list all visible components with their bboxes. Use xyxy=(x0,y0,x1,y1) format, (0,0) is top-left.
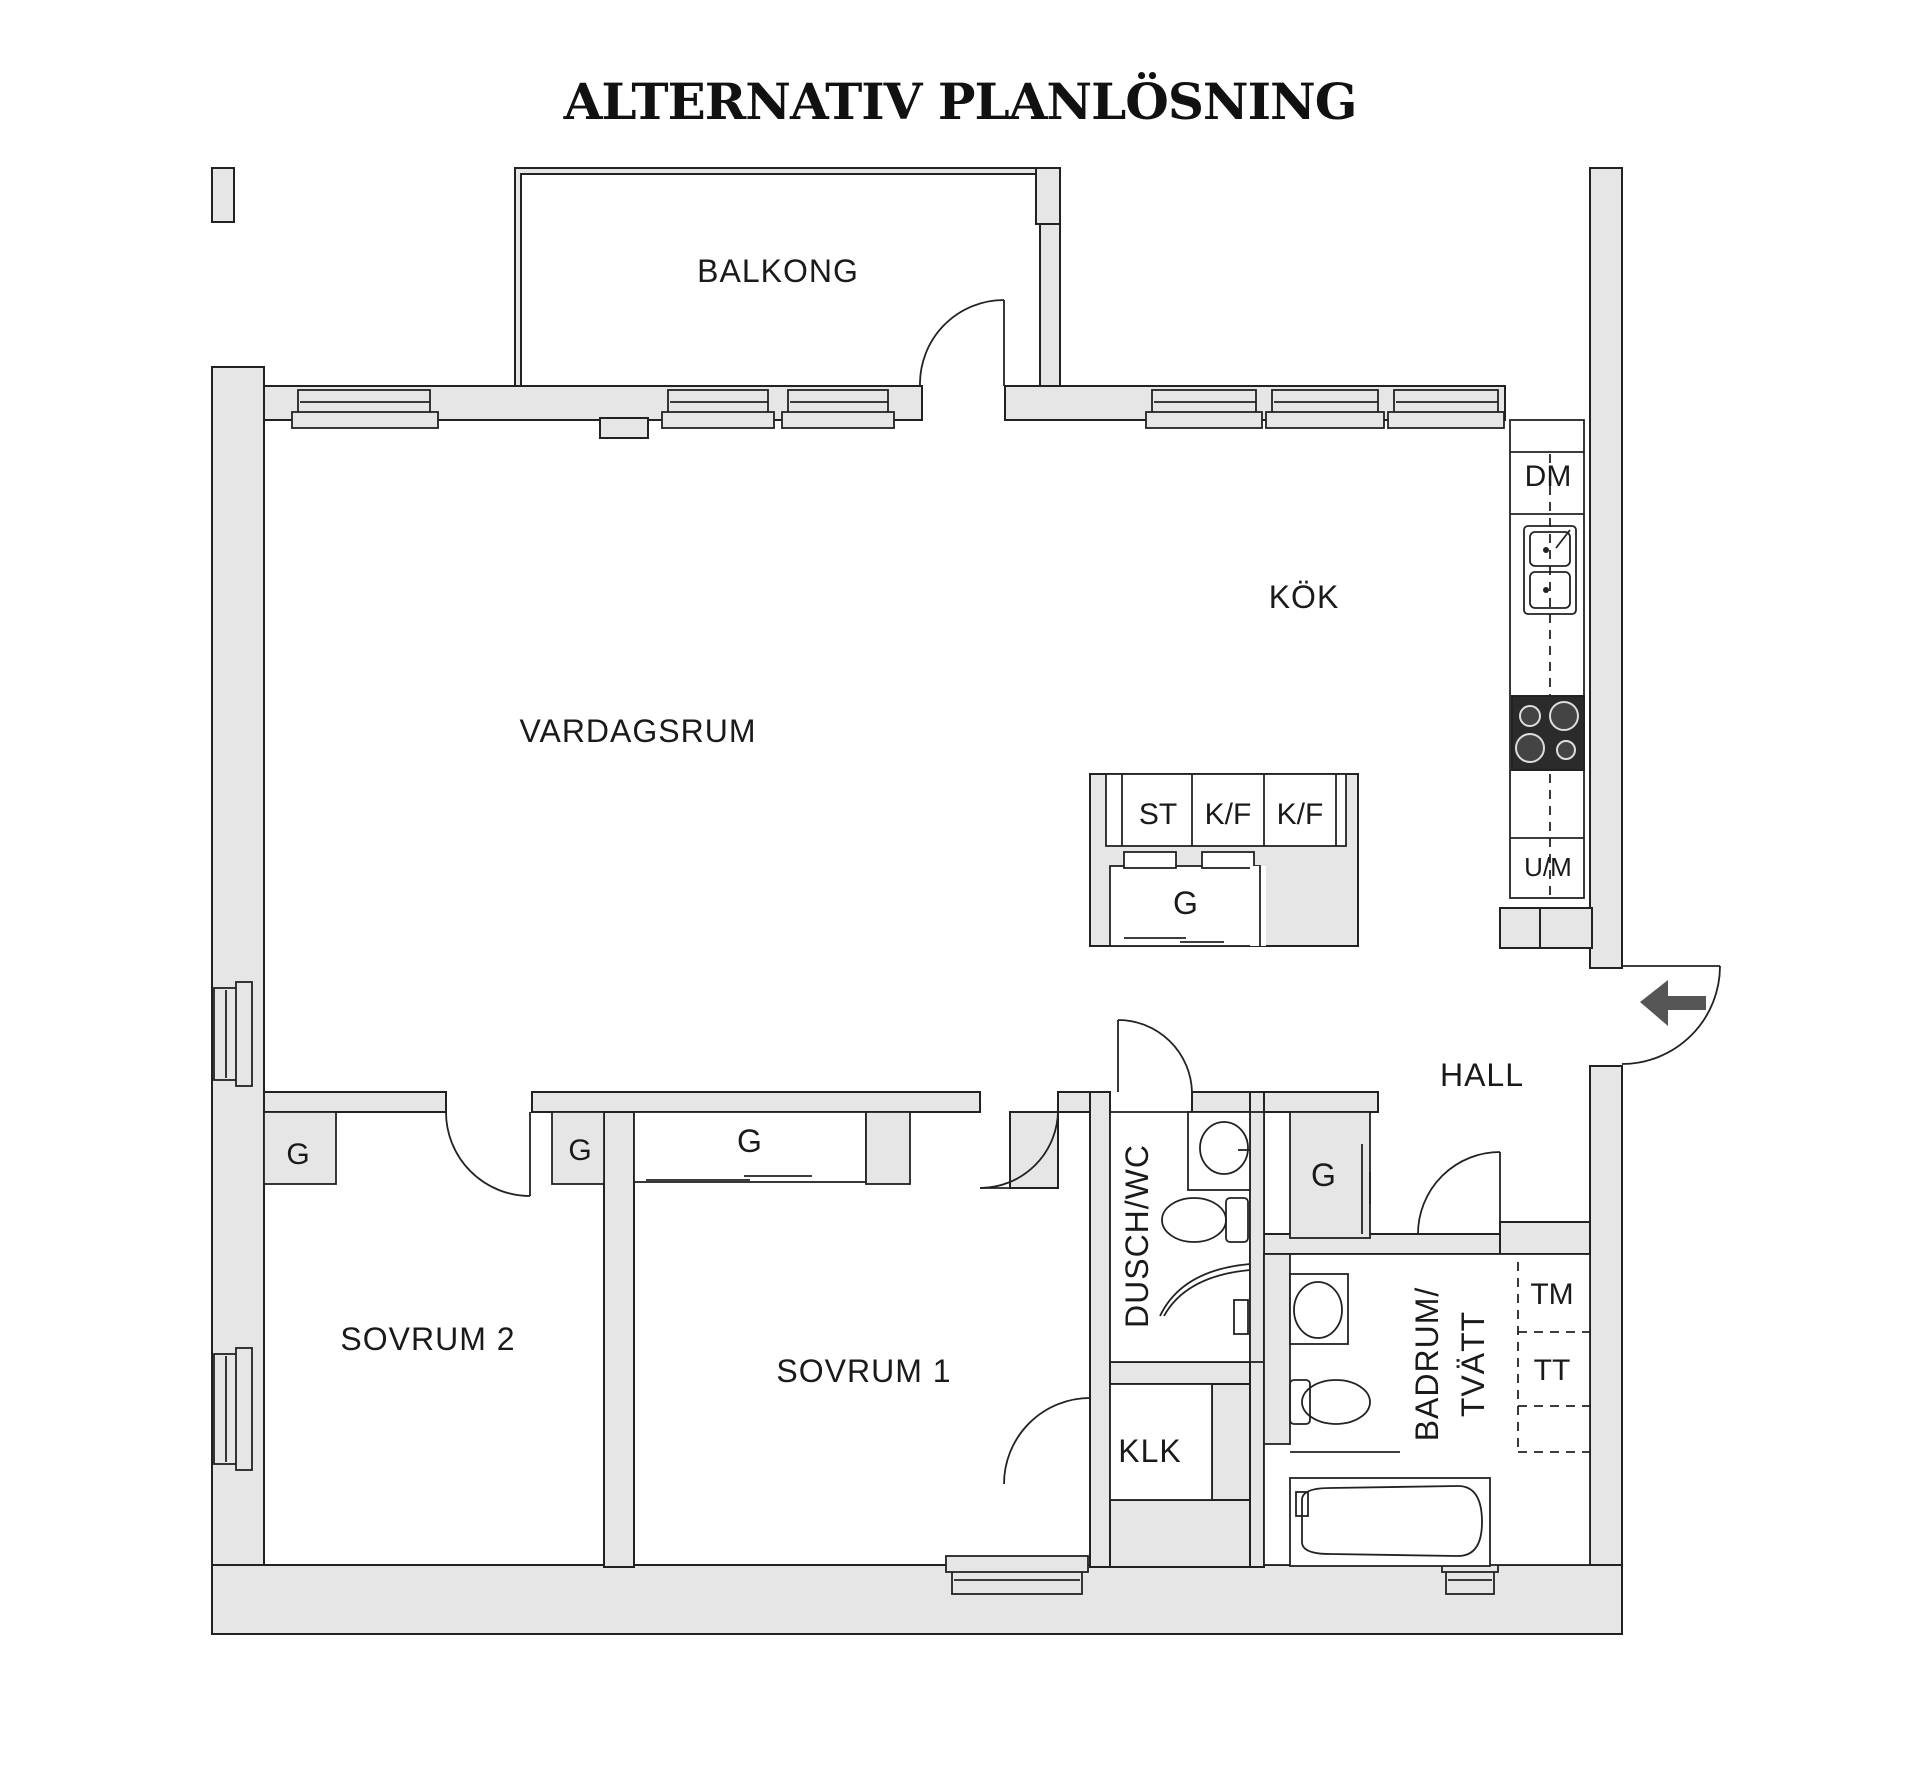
label-klk: KLK xyxy=(1118,1433,1181,1469)
label-tt: TT xyxy=(1534,1354,1571,1387)
label-hall: HALL xyxy=(1440,1057,1524,1093)
wardrobes xyxy=(263,1111,1371,1239)
kitchen-island xyxy=(1089,773,1359,947)
plan-title: ALTERNATIV PLANLÖSNING xyxy=(563,72,1358,131)
room-labels: BALKONG KÖK VARDAGSRUM HALL SOVRUM 2 SOV… xyxy=(340,253,1524,1469)
label-badrum: BADRUM/ xyxy=(1409,1287,1445,1442)
label-dm: DM xyxy=(1525,460,1572,493)
dusch-wc-fixtures xyxy=(1109,1111,1265,1363)
label-tvatt: TVÄTT xyxy=(1455,1311,1491,1417)
kitchen-counter xyxy=(1509,419,1585,899)
doors xyxy=(445,299,1721,1485)
label-g-sovrum1-wardrobe: G xyxy=(737,1123,763,1159)
label-vardagsrum: VARDAGSRUM xyxy=(520,713,757,749)
label-g-hall: G xyxy=(1311,1157,1337,1193)
label-sovrum2: SOVRUM 2 xyxy=(340,1321,515,1357)
windows xyxy=(213,389,1505,1595)
label-um: U/M xyxy=(1524,852,1572,882)
label-st: ST xyxy=(1139,798,1177,831)
label-balkong: BALKONG xyxy=(697,253,859,289)
label-g-island: G xyxy=(1173,885,1199,921)
label-kf-2: K/F xyxy=(1277,798,1324,831)
label-dusch-wc: DUSCH/WC xyxy=(1119,1144,1155,1328)
klk-closet xyxy=(1109,1383,1213,1501)
label-g-sovrum2: G xyxy=(286,1138,309,1171)
label-kf-1: K/F xyxy=(1205,798,1252,831)
label-tm: TM xyxy=(1530,1278,1573,1311)
badrum-fixtures xyxy=(1263,1253,1591,1567)
label-kok: KÖK xyxy=(1269,579,1340,615)
label-sovrum1: SOVRUM 1 xyxy=(776,1353,951,1389)
label-g-sovrum1-small: G xyxy=(568,1134,591,1167)
fixture-labels: DM U/M ST K/F K/F G G G G G TM TT xyxy=(286,460,1573,1387)
